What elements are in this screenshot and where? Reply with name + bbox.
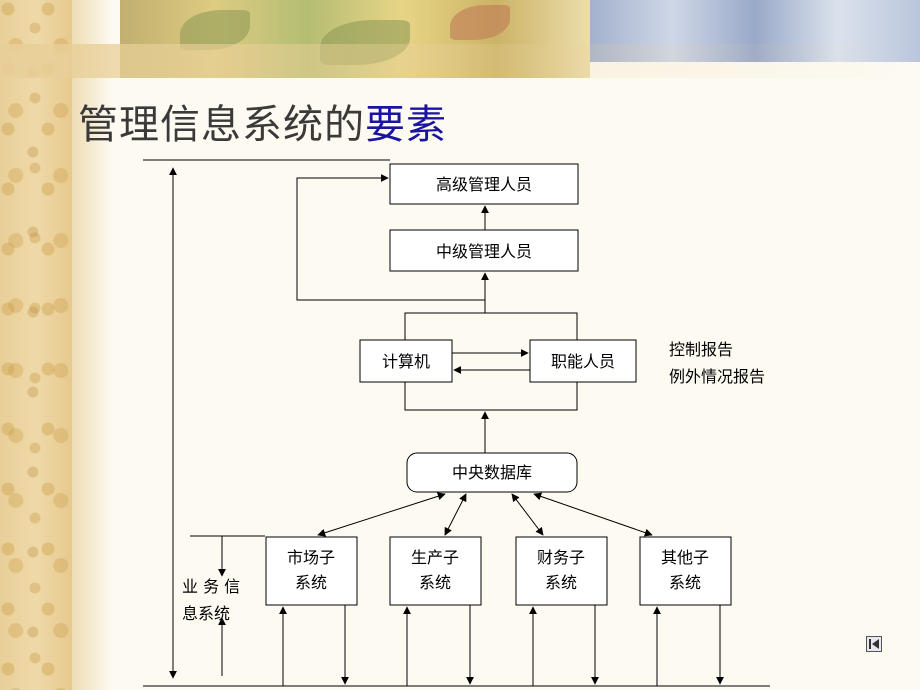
production-subsystem-line1: 生产子: [411, 548, 459, 567]
finance-subsystem-line1: 财务子: [537, 548, 585, 567]
staff-label: 职能人员: [551, 352, 615, 371]
top-manager-label: 高级管理人员: [436, 175, 532, 194]
slide-title: 管理信息系统的要素: [78, 92, 447, 150]
db-production-arrow: [444, 493, 467, 536]
mid-manager-label: 中级管理人员: [436, 242, 532, 261]
business-label-line1: 业 务 信: [182, 577, 240, 596]
finance-subsystem-box: [515, 536, 608, 606]
database-label: 中央数据库: [452, 463, 532, 482]
production-subsystem-box: [389, 536, 482, 606]
finance-subsystem-line2: 系统: [545, 573, 577, 592]
title-main: 管理信息系统的: [78, 102, 365, 148]
mid-manager-box: [389, 229, 579, 272]
computer-box: [359, 339, 453, 383]
control-report-label: 控制报告: [669, 340, 733, 359]
top-manager-box: [389, 163, 579, 205]
title-highlight: 要素: [365, 102, 447, 148]
other-subsystem-line2: 系统: [669, 573, 701, 592]
db-other-arrow: [533, 492, 653, 537]
other-subsystem-box: [639, 536, 732, 606]
database-box: [406, 452, 578, 493]
market-subsystem-line1: 市场子: [287, 548, 335, 567]
market-subsystem-line2: 系统: [295, 573, 327, 592]
computer-label: 计算机: [382, 352, 430, 371]
decorative-left-strip: [0, 0, 72, 690]
decorative-top-strip: [0, 44, 920, 78]
db-market-arrow: [317, 492, 446, 537]
production-subsystem-line2: 系统: [419, 573, 451, 592]
decorative-left-fade: [72, 0, 112, 690]
staff-box: [529, 339, 637, 383]
loop-to-top-manager-arrow: [296, 174, 485, 301]
exception-report-label: 例外情况报告: [669, 367, 765, 386]
first-slide-icon[interactable]: [866, 636, 882, 652]
other-subsystem-line1: 其他子: [661, 548, 709, 567]
business-label-line2: 息系统: [182, 604, 230, 623]
market-subsystem-box: [265, 536, 358, 606]
db-finance-arrow: [511, 493, 544, 536]
